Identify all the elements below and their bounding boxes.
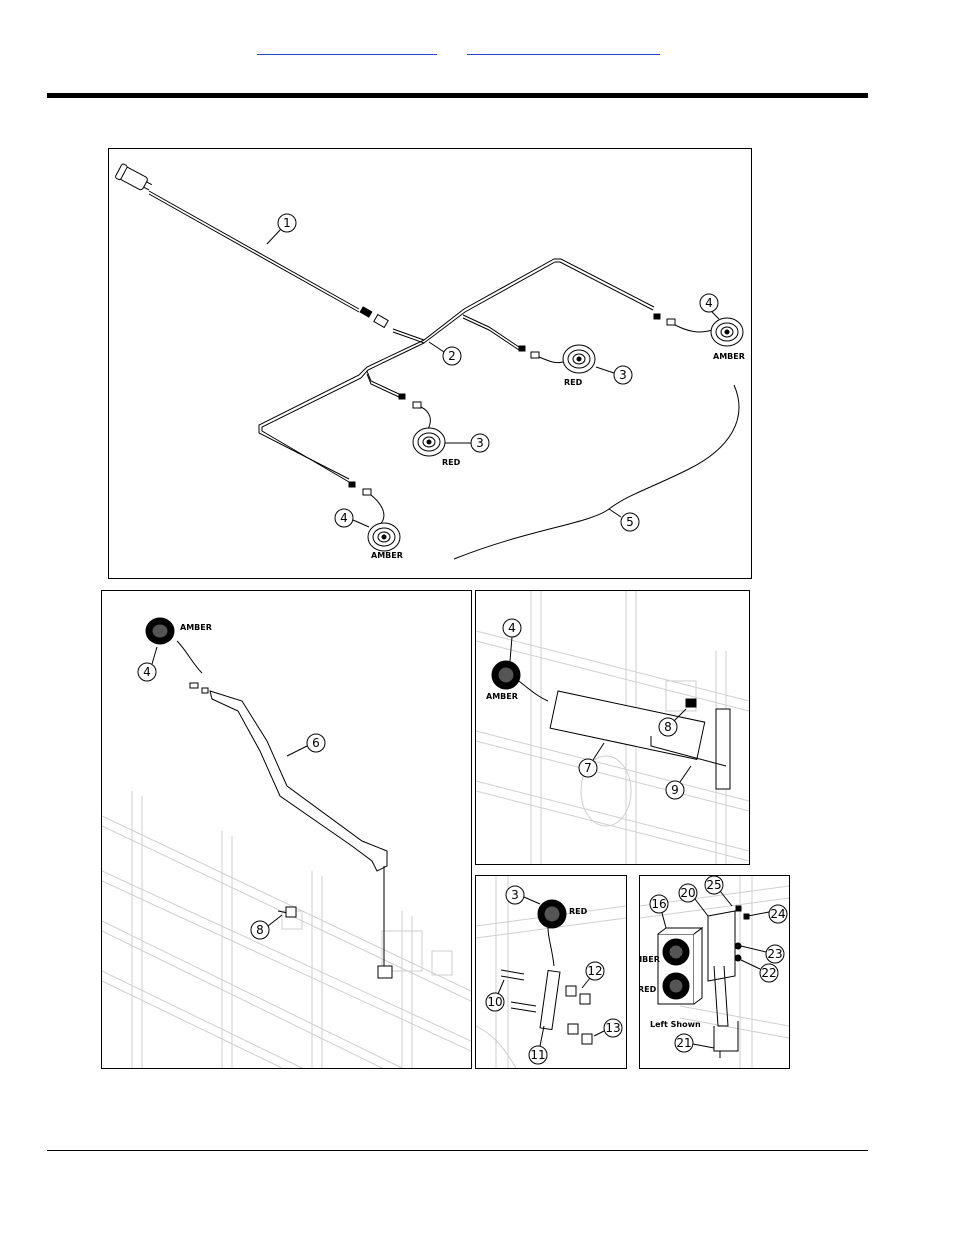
- header-link-right[interactable]: [467, 44, 660, 55]
- panel-red-lamp-mount: 3 10 11 12 13 RED: [475, 875, 627, 1069]
- lamp-dual: [657, 927, 704, 1005]
- callout-7: 7: [584, 761, 592, 775]
- label-amber-left: AMBER: [371, 551, 403, 560]
- callout-25: 25: [706, 878, 721, 892]
- label-amber-bracket: AMBER: [486, 692, 518, 701]
- callout-4-amber-right: 4: [705, 296, 713, 310]
- lamp-red-mount: [537, 899, 567, 929]
- callout-10: 10: [487, 995, 502, 1009]
- callout-13: 13: [605, 1021, 620, 1035]
- callout-23: 23: [767, 947, 782, 961]
- lamp-arm-diagram: 4 6 8 AMBER: [102, 617, 471, 1068]
- callout-8-bracket: 8: [664, 720, 672, 734]
- label-red-lower: RED: [442, 458, 461, 467]
- callout-8-arm: 8: [256, 923, 264, 937]
- label-red-mount: RED: [569, 907, 588, 916]
- label-red-dual: RED: [640, 985, 657, 994]
- panel-bracket-mount: 4 7 8 9 AMBER: [475, 590, 750, 865]
- callout-3-mount: 3: [511, 888, 519, 902]
- label-red-upper: RED: [564, 378, 583, 387]
- harness-diagram: 1 2 3 3 4 4 5 RED RED AMBER AMBER: [115, 163, 745, 560]
- callout-12: 12: [587, 964, 602, 978]
- callout-5: 5: [626, 515, 634, 529]
- red-lamp-mount-diagram: 3 10 11 12 13 RED: [476, 876, 626, 1068]
- callout-1: 1: [283, 216, 291, 230]
- label-amber-arm: AMBER: [180, 623, 212, 632]
- label-amber-right: AMBER: [713, 352, 745, 361]
- header-rule: [47, 93, 868, 98]
- lamp-amber-arm: [145, 617, 175, 645]
- callout-3-red-lower: 3: [476, 436, 484, 450]
- panel-dual-lamp: 16 20 25 24 23 22 21 AMBER RED Left Show…: [639, 875, 790, 1069]
- lamp-amber-bracket: [491, 660, 521, 690]
- footer-rule: [47, 1150, 868, 1151]
- callout-16: 16: [651, 897, 666, 911]
- callout-3-red-upper: 3: [619, 368, 627, 382]
- lamp-amber-1: [710, 317, 744, 347]
- callout-22: 22: [761, 966, 776, 980]
- callout-11: 11: [530, 1048, 545, 1062]
- callout-2: 2: [448, 349, 456, 363]
- callout-4-arm: 4: [143, 665, 151, 679]
- lamp-amber-2: [367, 522, 401, 552]
- panel-lamp-arm: 4 6 8 AMBER: [101, 590, 472, 1069]
- label-left-shown: Left Shown: [650, 1020, 701, 1029]
- callout-24: 24: [770, 907, 785, 921]
- dual-lamp-diagram: 16 20 25 24 23 22 21 AMBER RED Left Show…: [640, 876, 789, 1068]
- connector-plug: [115, 163, 153, 191]
- label-amber-dual: AMBER: [640, 955, 660, 964]
- callout-4-amber-left: 4: [340, 511, 348, 525]
- lamp-red-2: [412, 427, 446, 457]
- callout-20: 20: [680, 886, 695, 900]
- header-link-left[interactable]: [257, 44, 437, 55]
- callout-6: 6: [312, 736, 320, 750]
- bracket-mount-diagram: 4 7 8 9 AMBER: [476, 591, 749, 864]
- callout-9: 9: [671, 783, 679, 797]
- callout-21: 21: [676, 1036, 691, 1050]
- panel-wiring-harness: 1 2 3 3 4 4 5 RED RED AMBER AMBER: [108, 148, 752, 579]
- lamp-red-1: [562, 344, 596, 374]
- callout-4-bracket: 4: [508, 621, 516, 635]
